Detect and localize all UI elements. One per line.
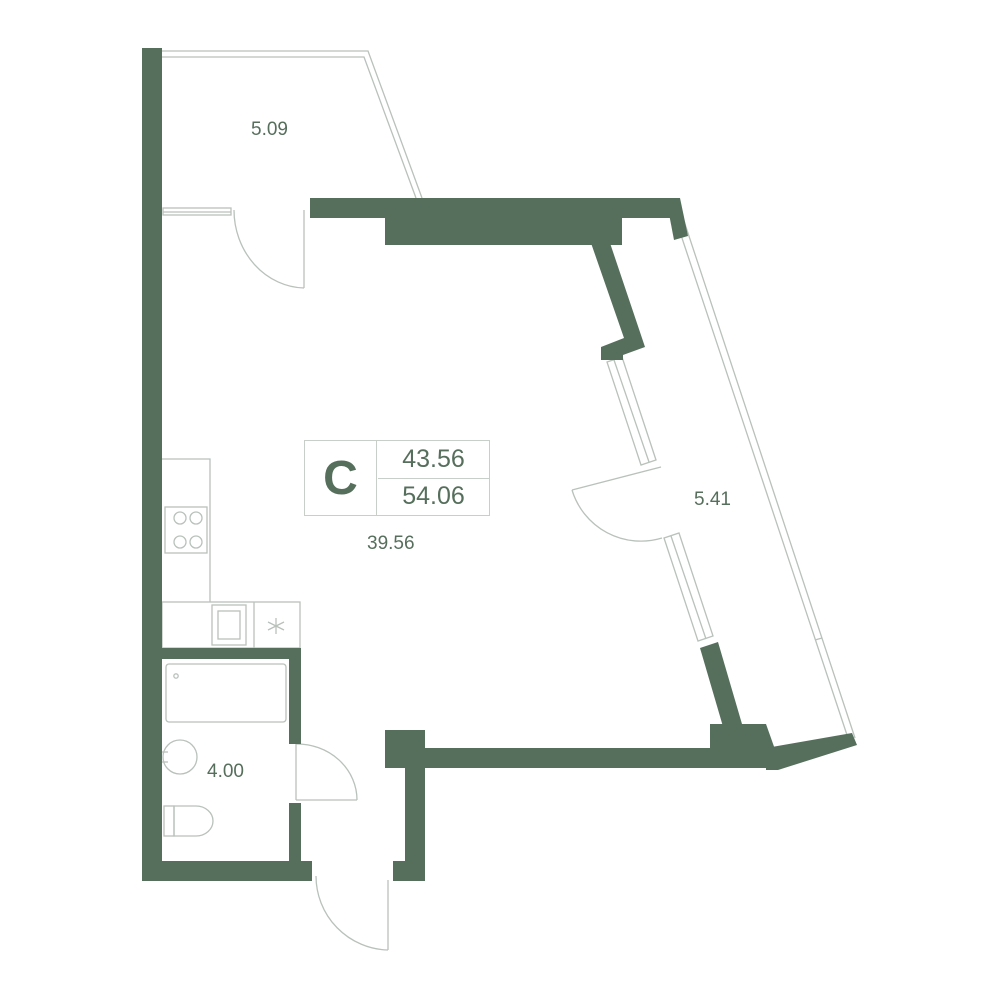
apartment-type-badge: C 43.56 54.06 — [304, 440, 490, 516]
wall-balcony-bottom — [766, 733, 857, 770]
wall-left-outer — [142, 48, 162, 881]
wall-bottom — [385, 748, 777, 768]
door-balcony-right — [571, 466, 663, 542]
washbasin-icon — [162, 739, 198, 775]
right-balcony-railing — [682, 217, 856, 739]
wall-pier-lower — [700, 642, 742, 730]
wall-bottom-right-corner — [710, 724, 777, 755]
walls — [142, 48, 857, 881]
wall-entrance-foot — [393, 861, 425, 881]
sink-icon — [211, 604, 247, 646]
wall-top-right-corner — [666, 198, 688, 240]
wall-bathroom-right-upper — [289, 648, 301, 744]
wall-bathroom-top — [162, 648, 301, 659]
top-balcony-railing — [162, 50, 423, 199]
stove-icon — [164, 506, 208, 554]
room-area-living-room: 39.56 — [367, 533, 415, 554]
vent-icon — [267, 618, 285, 634]
toilet-icon — [163, 805, 214, 837]
apartment-area-with-balcony: 54.06 — [402, 482, 465, 510]
balcony-window-lower — [663, 532, 714, 642]
doors — [233, 209, 663, 951]
room-area-balcony-top: 5.09 — [251, 119, 288, 140]
thin-lines — [161, 50, 856, 739]
room-area-bathroom: 4.00 — [207, 761, 244, 782]
apartment-area-total: 43.56 — [378, 441, 489, 479]
door-entrance — [315, 875, 389, 951]
apartment-type-letter: C — [305, 441, 377, 515]
door-bathroom — [295, 743, 358, 801]
wall-bathroom-right-lower — [289, 803, 301, 881]
wall-entrance-right — [405, 748, 425, 881]
wall-bottom-left — [142, 861, 312, 881]
room-area-balcony-right: 5.41 — [694, 489, 731, 510]
wall-top-thick — [385, 198, 622, 245]
bathtub-icon — [165, 663, 287, 723]
door-balcony-top — [233, 209, 305, 289]
wall-pier-upper — [591, 243, 645, 360]
kitchen-counter — [162, 458, 211, 602]
